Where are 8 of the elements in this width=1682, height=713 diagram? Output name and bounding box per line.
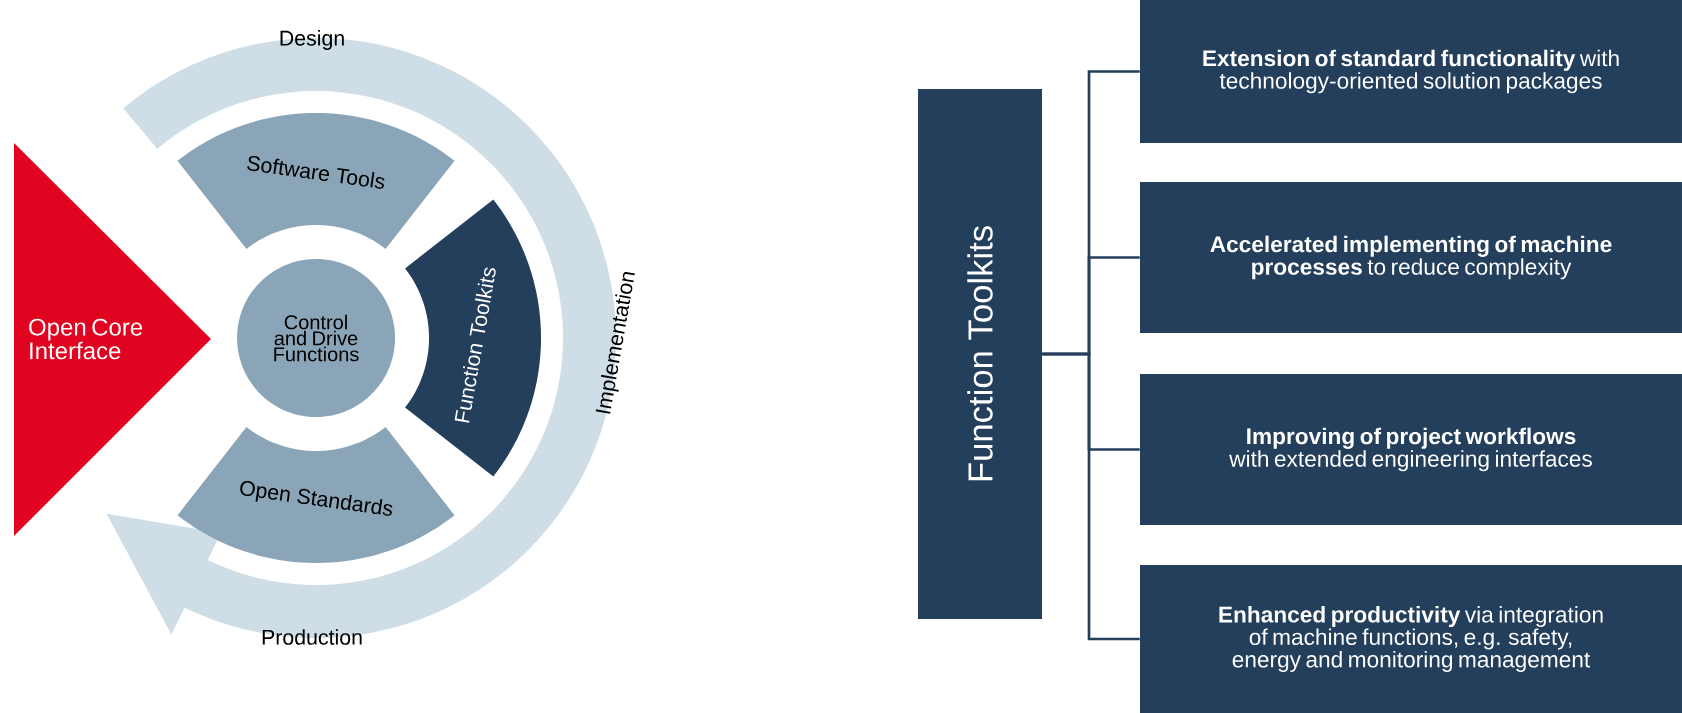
- text-box: Improving of project workflows with extended engineering interfaces: [1140, 374, 1682, 525]
- bracket-line: [1042, 352, 1140, 641]
- text-box: Accelerated implementing of machine processes to reduce complexity: [1140, 182, 1682, 333]
- text-box: Enhanced productivity via integration of machine functions, e.g. safety, energy and monitoring management: [1140, 565, 1682, 713]
- ring-label: Production: [262, 629, 362, 645]
- vertical-bar: Function Toolkits: [918, 89, 1042, 619]
- ring-label: Design: [280, 30, 344, 50]
- text-box: Extension of standard functionality with technology-oriented solution packages: [1140, 0, 1682, 143]
